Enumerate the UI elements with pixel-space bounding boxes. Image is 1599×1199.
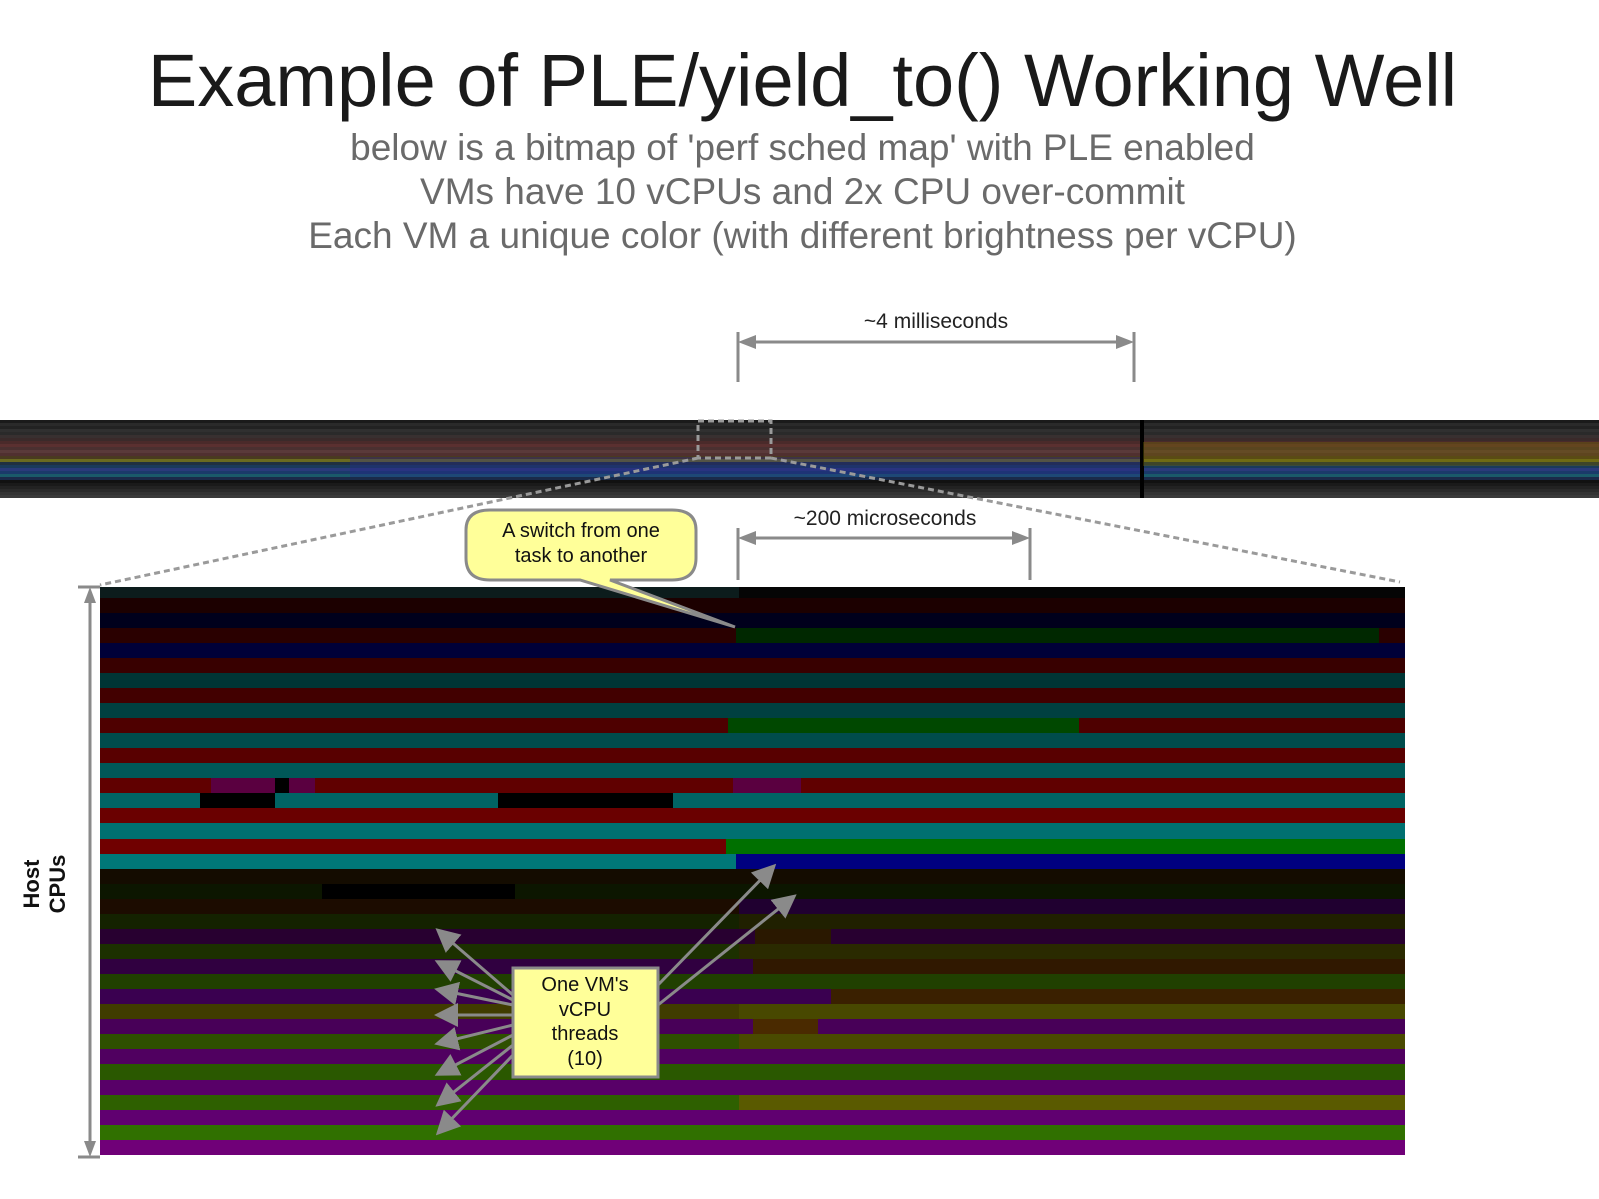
task-segment [735, 853, 1405, 869]
host-cpu-row [100, 913, 1405, 929]
task-segment [739, 1094, 1405, 1110]
overview-stripe [0, 429, 1599, 432]
host-cpu-row [100, 974, 1405, 990]
box-line: vCPU [558, 998, 612, 1021]
task-segment [321, 883, 515, 899]
host-cpu-row [100, 763, 1405, 779]
task-segment [739, 1004, 1405, 1020]
overview-stripe [0, 435, 1599, 438]
switch-callout-text: A switch from one task to another [470, 519, 692, 569]
vm-threads-text: One VM's vCPU threads (10) [514, 973, 656, 1071]
task-segment [732, 778, 801, 794]
host-cpu-row [100, 793, 1405, 809]
host-cpu-row [100, 642, 1405, 658]
overview-stripe [0, 432, 1599, 435]
overview-stripe [0, 444, 1599, 447]
host-cpu-row [100, 1034, 1405, 1050]
task-segment [739, 913, 1405, 929]
overview-stripe [0, 423, 1599, 426]
host-cpu-row [100, 1079, 1405, 1095]
overview-span-arrow [736, 332, 1136, 382]
host-cpu-row [100, 587, 1405, 598]
task-segment [735, 627, 1379, 643]
task-segment [210, 778, 275, 794]
host-cpu-row [100, 823, 1405, 839]
overview-region [1143, 441, 1599, 466]
host-cpu-row [100, 1094, 1405, 1110]
task-segment [830, 989, 1405, 1005]
box-line: One VM's [541, 974, 629, 996]
task-segment [752, 959, 1405, 975]
host-cpu-row [100, 1019, 1405, 1035]
host-cpu-row [100, 838, 1405, 854]
host-cpu-row [100, 718, 1405, 734]
task-segment [739, 898, 1405, 914]
host-cpu-row [100, 928, 1405, 944]
slide-title: Example of PLE/yield_to() Working Well [147, 39, 1458, 122]
host-cpu-row [100, 1064, 1405, 1080]
host-cpu-row [100, 853, 1405, 869]
host-cpu-row [100, 868, 1405, 884]
host-cpu-row [100, 989, 1405, 1005]
host-cpu-row [100, 1139, 1405, 1155]
task-segment [726, 838, 1405, 854]
task-segment [755, 928, 831, 944]
host-cpu-row [100, 672, 1405, 688]
zoom-span-arrow [736, 528, 1032, 580]
host-cpu-row [100, 1004, 1405, 1020]
task-segment [498, 793, 673, 809]
task-segment [274, 778, 290, 794]
overview-stripe [0, 495, 1599, 498]
overview-stripe [0, 450, 1599, 453]
task-segment [739, 587, 1405, 598]
host-cpu-row [100, 733, 1405, 749]
subtitle-line-2: VMs have 10 vCPUs and 2x CPU over-commit [420, 171, 1185, 212]
callout-line: A switch from one [502, 520, 660, 542]
host-cpu-row [100, 597, 1405, 613]
task-segment [727, 718, 1079, 734]
host-cpu-row [100, 627, 1405, 643]
overview-stripe [0, 438, 1599, 441]
host-cpu-row [100, 1109, 1405, 1125]
overview-stripe [0, 447, 1599, 450]
task-segment [739, 943, 1405, 960]
host-cpus-axis-arrow [78, 585, 100, 1159]
host-cpu-row [100, 778, 1405, 794]
host-cpu-row [100, 612, 1405, 628]
overview-stripe [0, 441, 1599, 444]
subtitle-line-3: Each VM a unique color (with different b… [308, 215, 1297, 256]
host-cpu-row [100, 883, 1405, 899]
task-segment [739, 1034, 1405, 1050]
host-cpu-row [100, 1049, 1405, 1065]
callout-line: task to another [514, 545, 648, 567]
host-cpu-row [100, 898, 1405, 914]
task-segment [289, 778, 316, 794]
task-segment [200, 793, 275, 809]
host-cpu-row [100, 748, 1405, 764]
overview-stripe [0, 420, 1599, 423]
box-line: threads [551, 1023, 619, 1045]
host-cpu-row [100, 702, 1405, 719]
subtitle-line-1: below is a bitmap of 'perf sched map' wi… [350, 127, 1255, 168]
task-segment [752, 1019, 818, 1035]
overview-region [350, 456, 1140, 477]
overview-span-label: ~4 milliseconds [863, 310, 1009, 333]
host-cpu-row [100, 1124, 1405, 1140]
host-cpu-row [100, 808, 1405, 824]
overview-stripe [0, 426, 1599, 429]
box-line: (10) [567, 1047, 603, 1070]
overview-stripe [0, 453, 1599, 456]
host-cpu-row [100, 687, 1405, 703]
host-cpus-label: Host CPUs [19, 854, 70, 914]
host-cpu-row [100, 959, 1405, 975]
zoomed-sched-map-bitmap [100, 587, 1405, 1155]
host-cpu-row [100, 657, 1405, 673]
overview-bitmap [0, 420, 1599, 498]
zoom-span-label: ~200 microseconds [793, 507, 977, 530]
host-cpu-row [100, 943, 1405, 960]
